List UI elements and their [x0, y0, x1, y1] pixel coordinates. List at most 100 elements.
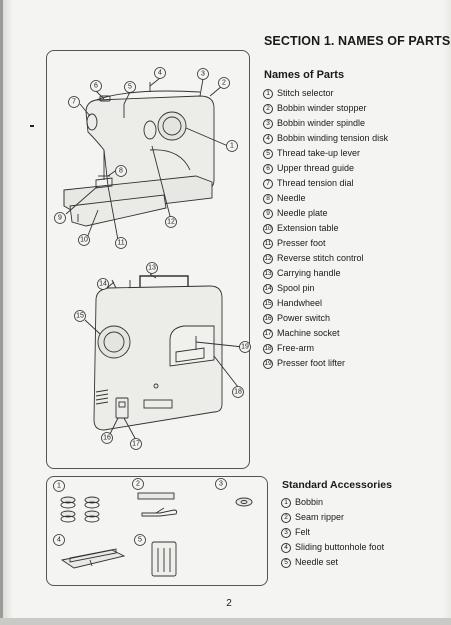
part-number: 10 [263, 223, 273, 234]
part-number: 2 [263, 103, 273, 114]
part-label: Power switch [277, 313, 331, 323]
part-label: Bobbin winding tension disk [277, 133, 389, 143]
accessory-item: 3 Felt [281, 525, 384, 540]
accessory-callouts [53, 478, 227, 546]
accessory-item: 1 Bobbin [281, 495, 384, 510]
accessory-number: 2 [281, 512, 291, 523]
part-label: Spool pin [277, 283, 315, 293]
part-number: 14 [263, 283, 273, 294]
part-label: Needle [277, 193, 306, 203]
part-label: Presser foot lifter [277, 358, 346, 368]
part-label: Reverse stitch control [277, 253, 364, 263]
part-label: Bobbin winder stopper [277, 103, 367, 113]
callout-8: 8 [119, 168, 123, 175]
callout-19: 19 [241, 344, 249, 351]
part-number: 8 [263, 193, 273, 204]
acc-callout-4: 4 [57, 537, 61, 544]
part-number: 15 [263, 298, 273, 309]
part-label: Handwheel [277, 298, 323, 308]
acc-callout-2: 2 [136, 481, 140, 488]
callout-4: 4 [158, 70, 162, 77]
accessory-callout-numbers: 1 2 3 4 5 [57, 481, 223, 544]
callout-2: 2 [222, 80, 226, 87]
accessory-label: Sliding buttonhole foot [295, 542, 385, 552]
callout-5: 5 [128, 84, 132, 91]
callout-15: 15 [76, 313, 84, 320]
part-item: 5 Thread take-up lever [263, 146, 388, 161]
sewing-machine-front-illustration [63, 77, 229, 241]
callout-17: 17 [132, 441, 140, 448]
part-item: 10 Extension table [263, 221, 388, 236]
part-number: 7 [263, 178, 273, 189]
part-number: 9 [263, 208, 273, 219]
part-callout-numbers: 6 5 7 4 3 2 1 8 9 10 11 12 13 14 15 19 1… [58, 70, 249, 448]
felt-icon [235, 497, 253, 507]
needle-set-icon [151, 541, 177, 577]
sewing-machine-rear-illustration [84, 273, 244, 441]
accessory-label: Seam ripper [295, 512, 345, 522]
callout-14: 14 [99, 281, 107, 288]
part-item: 9 Needle plate [263, 206, 388, 221]
accessory-number: 1 [281, 497, 291, 508]
callout-9: 9 [58, 215, 62, 222]
callout-11: 11 [117, 240, 124, 247]
part-number: 16 [263, 313, 273, 324]
part-number: 19 [263, 358, 273, 369]
part-number: 1 [263, 88, 273, 99]
page-number: 2 [226, 598, 232, 609]
part-number: 5 [263, 148, 273, 159]
part-label: Free-arm [277, 343, 315, 353]
part-item: 8 Needle [263, 191, 388, 206]
part-number: 6 [263, 163, 273, 174]
accessories-list: 1 Bobbin 2 Seam ripper 3 Felt 4 Sliding butt… [281, 495, 384, 570]
part-item: 4 Bobbin winding tension disk [263, 131, 388, 146]
part-item: 7 Thread tension dial [263, 176, 388, 191]
accessory-label: Bobbin [295, 497, 324, 507]
accessory-label: Needle set [295, 557, 339, 567]
accessory-illustrations [60, 492, 253, 577]
part-item: 14 Spool pin [263, 281, 388, 296]
accessory-label: Felt [295, 527, 311, 537]
callout-16: 16 [103, 435, 111, 442]
accessory-number: 5 [281, 557, 291, 568]
part-number: 4 [263, 133, 273, 144]
part-item: 2 Bobbin winder stopper [263, 101, 388, 116]
machine-illustration-frame [46, 50, 250, 469]
part-item: 15 Handwheel [263, 296, 388, 311]
accessory-item: 2 Seam ripper [281, 510, 384, 525]
callout-10: 10 [80, 237, 88, 244]
part-label: Stitch selector [277, 88, 334, 98]
callout-6: 6 [94, 83, 98, 90]
accessory-item: 4 Sliding buttonhole foot [281, 540, 384, 555]
callout-3: 3 [201, 71, 205, 78]
part-item: 1 Stitch selector [263, 86, 388, 101]
callout-13: 13 [148, 265, 156, 272]
callout-1: 1 [230, 143, 234, 150]
part-label: Needle plate [277, 208, 328, 218]
part-callouts [54, 67, 251, 450]
callout-7: 7 [72, 99, 76, 106]
bottom-band [0, 618, 451, 625]
names-of-parts-heading: Names of Parts [264, 69, 345, 81]
part-number: 18 [263, 343, 273, 354]
acc-callout-5: 5 [138, 537, 142, 544]
part-number: 13 [263, 268, 273, 279]
part-label: Thread tension dial [277, 178, 354, 188]
callout-12: 12 [167, 219, 175, 226]
callout-18: 18 [234, 389, 242, 396]
part-label: Presser foot [277, 238, 326, 248]
part-label: Bobbin winder spindle [277, 118, 366, 128]
accessories-illustration-frame [46, 476, 268, 586]
accessory-number: 3 [281, 527, 291, 538]
part-label: Thread take-up lever [277, 148, 361, 158]
part-label: Extension table [277, 223, 339, 233]
part-item: 16 Power switch [263, 311, 388, 326]
part-number: 17 [263, 328, 273, 339]
accessory-number: 4 [281, 542, 291, 553]
